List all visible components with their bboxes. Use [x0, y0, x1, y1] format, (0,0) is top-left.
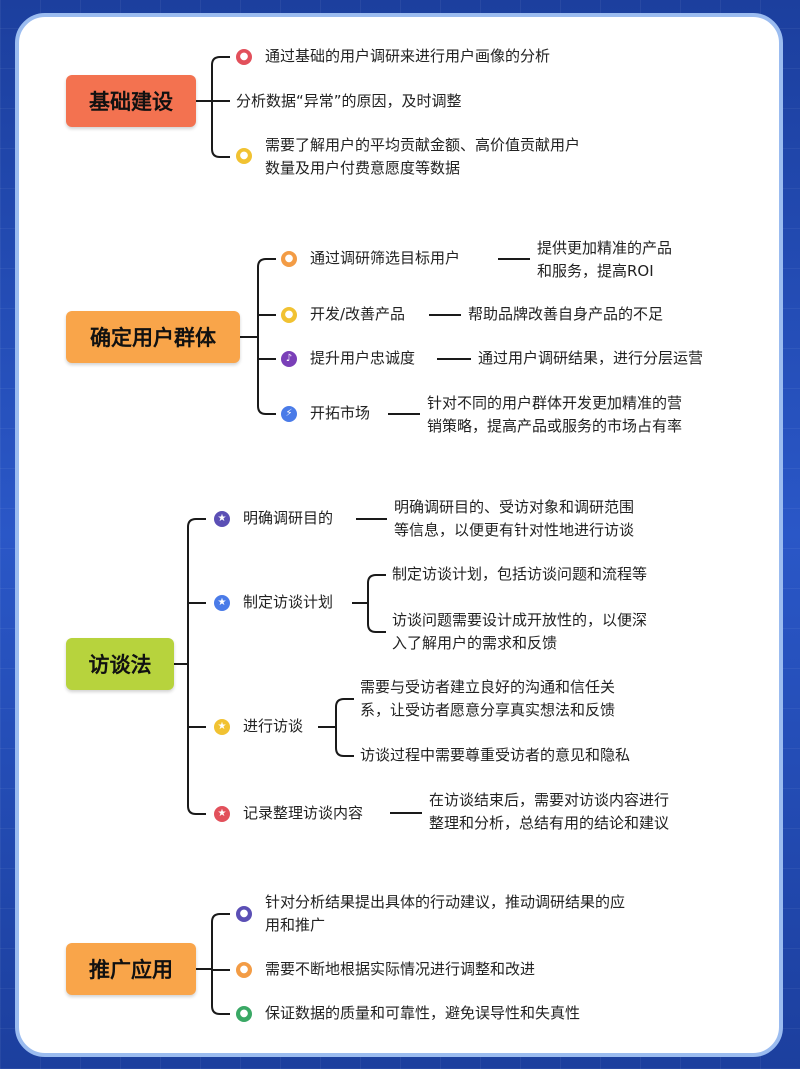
mindmap-card — [15, 13, 783, 1057]
star-icon: ★ — [214, 719, 230, 735]
s4-item-2: 需要不断地根据实际情况进行调整和改进 — [265, 960, 536, 978]
s3-item-1: 明确调研目的 — [243, 509, 334, 527]
s3-item-3: 进行访谈 — [243, 717, 304, 735]
s2-item-2: 开发/改善产品 — [310, 305, 406, 323]
person-icon: ● — [281, 251, 297, 267]
s4-item-3: 保证数据的质量和可靠性，避免误导性和失真性 — [265, 1004, 581, 1022]
star-icon: ★ — [214, 511, 230, 527]
s4-item-1a: 针对分析结果提出具体的行动建议，推动调研结果的应 — [265, 893, 626, 911]
s1-item-1: 通过基础的用户调研来进行用户画像的分析 — [265, 47, 551, 65]
s3-item-3-detail-1b: 系，让受访者愿意分享真实想法和反馈 — [360, 701, 616, 719]
s3-item-2-detail-2b: 入了解用户的需求和反馈 — [392, 634, 558, 652]
category-basic-construction: 基础建设 — [66, 75, 196, 127]
s1-item-2: 分析数据“异常”的原因，及时调整 — [236, 92, 462, 110]
s2-item-1-detail-b: 和服务，提高ROI — [537, 262, 654, 280]
s2-item-2-detail: 帮助品牌改善自身产品的不足 — [468, 305, 664, 323]
star-icon: ★ — [214, 595, 230, 611]
person-icon: ● — [236, 906, 252, 922]
s3-item-2-detail-2a: 访谈问题需要设计成开放性的，以便深 — [392, 611, 648, 629]
music-note-icon: ♪ — [281, 351, 297, 367]
s2-item-4-detail-a: 针对不同的用户群体开发更加精准的营 — [427, 394, 683, 412]
person-icon: ● — [236, 962, 252, 978]
lightning-icon: ⚡ — [281, 406, 297, 422]
s3-item-4: 记录整理访谈内容 — [243, 804, 364, 822]
star-icon: ★ — [214, 806, 230, 822]
bulb-icon: ● — [236, 148, 252, 164]
s3-item-4-detail-b: 整理和分析，总结有用的结论和建议 — [429, 814, 670, 832]
person-icon: ● — [236, 49, 252, 65]
s2-item-4-detail-b: 销策略，提高产品或服务的市场占有率 — [427, 417, 683, 435]
s2-item-3: 提升用户忠诚度 — [310, 349, 416, 367]
s3-item-3-detail-2: 访谈过程中需要尊重受访者的意见和隐私 — [360, 746, 631, 764]
category-promotion-application: 推广应用 — [66, 943, 196, 995]
category-target-users: 确定用户群体 — [66, 311, 240, 363]
s3-item-4-detail-a: 在访谈结束后，需要对访谈内容进行 — [429, 791, 670, 809]
s3-item-1-detail-b: 等信息，以便更有针对性地进行访谈 — [394, 521, 635, 539]
s3-item-3-detail-1a: 需要与受访者建立良好的沟通和信任关 — [360, 678, 616, 696]
category-interview-method: 访谈法 — [66, 638, 174, 690]
s1-item-3b: 数量及用户付费意愿度等数据 — [265, 159, 461, 177]
s2-item-3-detail: 通过用户调研结果，进行分层运营 — [478, 349, 704, 367]
s4-item-1b: 用和推广 — [265, 916, 326, 934]
s2-item-1: 通过调研筛选目标用户 — [310, 249, 461, 267]
s2-item-1-detail-a: 提供更加精准的产品 — [537, 239, 673, 257]
s1-item-3a: 需要了解用户的平均贡献金额、高价值贡献用户 — [265, 136, 581, 154]
s3-item-2-detail-1: 制定访谈计划，包括访谈问题和流程等 — [392, 565, 648, 583]
person-icon: ● — [236, 1006, 252, 1022]
s2-item-4: 开拓市场 — [310, 404, 371, 422]
s3-item-2: 制定访谈计划 — [243, 593, 334, 611]
bulb-icon: ● — [281, 307, 297, 323]
s3-item-1-detail-a: 明确调研目的、受访对象和调研范围 — [394, 498, 635, 516]
